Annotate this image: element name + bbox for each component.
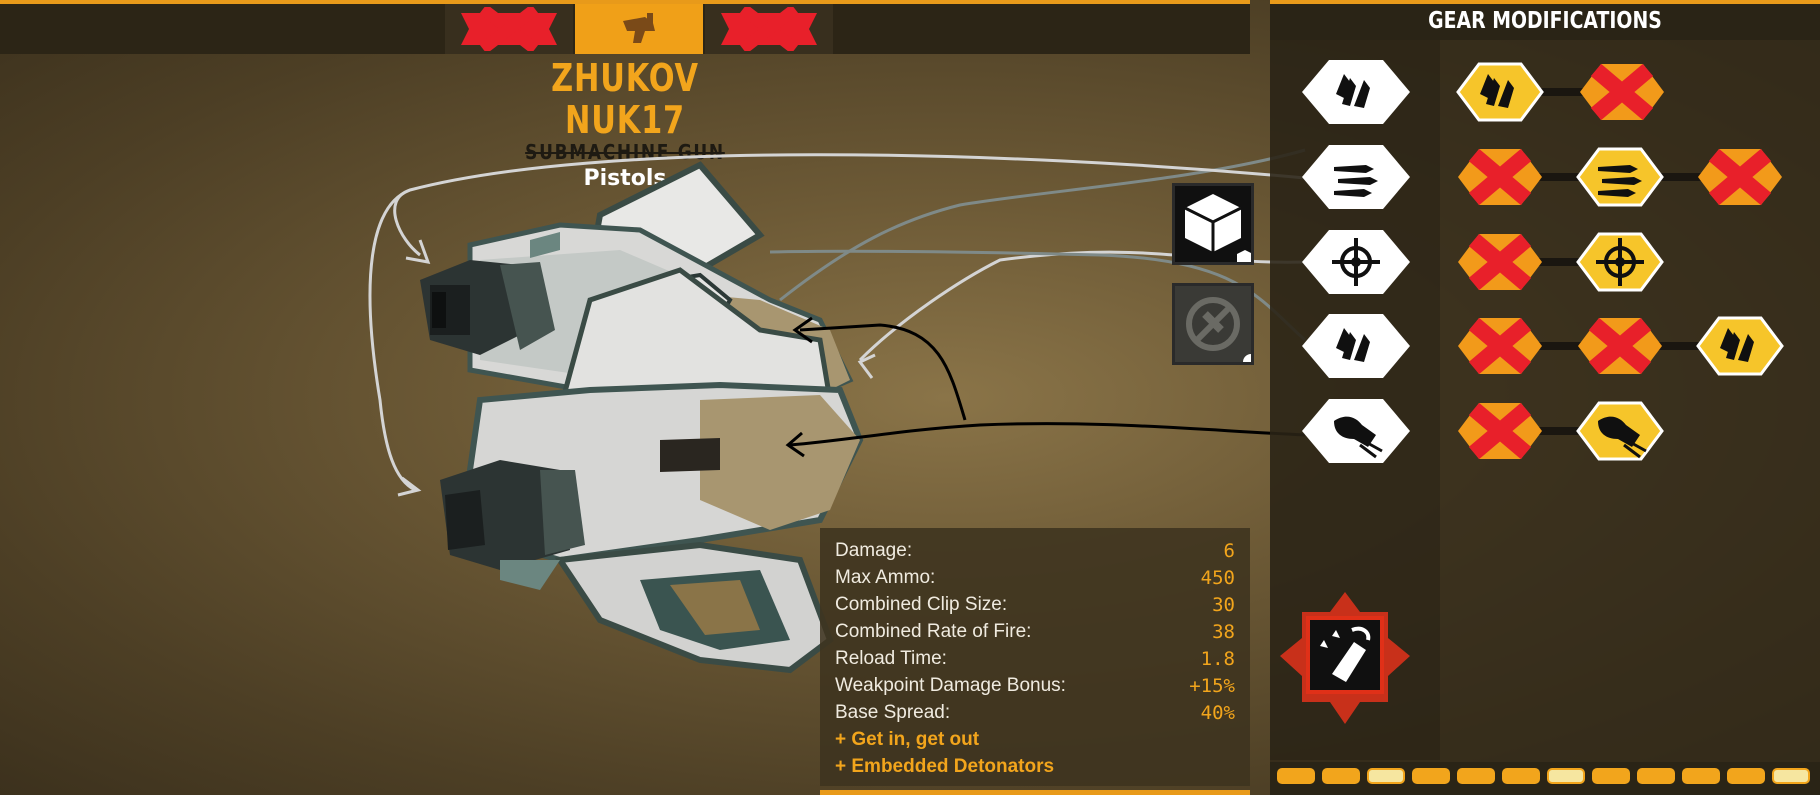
mod-pip [1637,768,1675,784]
connector-line [393,153,1306,257]
mod-pip [1277,768,1315,784]
perk-get-in-get-out: + Get in, get out [835,729,980,750]
tab-disabled-left[interactable] [445,4,575,54]
stat-row: Base Spread: 40% [835,702,1235,728]
mod-pip-star [1547,768,1585,784]
mod-pip [1412,768,1450,784]
mod-pip-star [1367,768,1405,784]
tier-bullets-icon [1302,60,1410,124]
overclock-slot[interactable] [1172,183,1254,266]
reload-perk-icon[interactable] [1270,590,1420,740]
gear-accent-line [1270,0,1820,4]
stat-label: Weakpoint Damage Bonus: [835,675,1066,696]
stat-row: Max Ammo: 450 [835,567,1235,593]
gear-tier-2 [1302,145,1782,209]
weapon-tabs [445,4,835,54]
stat-label: Reload Time: [835,648,947,669]
connector-line [799,323,967,421]
tab-pistol[interactable] [575,4,705,54]
perk-embedded-detonators: + Embedded Detonators [835,756,1055,777]
stat-row: Combined Rate of Fire: 38 [835,621,1235,647]
stat-value: 38 [1212,621,1235,643]
stat-value: +15% [1189,675,1235,697]
connector-line [368,188,416,492]
mod-pip [1592,768,1630,784]
mod-option-selected[interactable] [1456,62,1544,122]
paint-slot[interactable] [1172,283,1259,370]
cube-icon [1184,194,1253,266]
cross-icon [721,7,817,51]
stat-row: Combined Clip Size: 30 [835,594,1235,620]
stat-value: 1.8 [1200,648,1235,670]
stat-value: 30 [1212,594,1235,616]
stat-label: Max Ammo: [835,567,936,588]
connector-line [769,249,1306,342]
stat-value: 6 [1223,540,1235,562]
stats-underline [820,790,1250,795]
stat-row: Reload Time: 1.8 [835,648,1235,674]
mod-pip [1727,768,1765,784]
gear-tier-1 [1302,60,1664,124]
pistol-icon [623,13,655,43]
stat-label: Damage: [835,540,913,561]
stat-label: Base Spread: [835,702,951,723]
gear-header: GEAR MODIFICATIONS [1270,4,1820,40]
gear-title: GEAR MODIFICATIONS [1428,8,1662,34]
tab-disabled-right[interactable] [705,4,835,54]
connector-line [789,422,1306,447]
mod-pip [1322,768,1360,784]
top-accent-line [0,0,1250,4]
cross-icon [461,7,557,51]
weapon-name: ZHUKOV NUK17 [551,56,699,142]
stat-value: 450 [1200,567,1235,589]
stat-label: Combined Rate of Fire: [835,621,1032,642]
mod-pip-star [1772,768,1810,784]
gear-tier-3 [1302,230,1664,294]
paint-disabled-icon [1186,297,1259,370]
mod-option-selected[interactable] [1696,316,1784,376]
stat-label: Combined Clip Size: [835,594,1008,615]
mod-option-selected[interactable] [1576,147,1664,207]
mod-pip [1682,768,1720,784]
pistol-model-lower [440,267,864,674]
stat-value: 40% [1200,702,1235,724]
stat-row: Weakpoint Damage Bonus: +15% [835,675,1235,701]
gear-tier-5 [1302,399,1664,463]
mod-pip [1457,768,1495,784]
mod-pip [1502,768,1540,784]
gear-tier-4 [1302,314,1784,378]
stats-panel: Damage: 6 Max Ammo: 450 Combined Clip Si… [820,528,1250,786]
gear-tree [1302,60,1784,463]
stat-row: Damage: 6 [835,540,1235,566]
weapon-title-block: ZHUKOV NUK17 SUBMACHINE GUN Pistols [490,56,760,190]
